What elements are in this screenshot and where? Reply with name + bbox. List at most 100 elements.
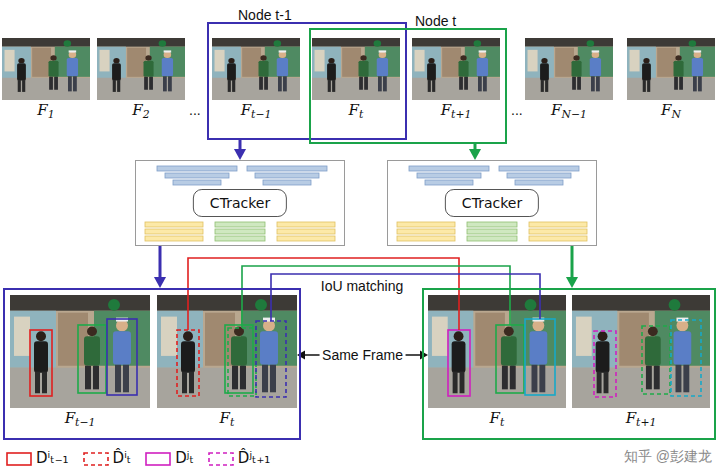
frame-photo [572,295,710,408]
symbol-letter: F [551,101,561,119]
legend-item: Dⁱₜ₋₁ [6,449,69,468]
arrowhead [154,277,166,288]
video-frame: Ft [157,295,297,408]
match-leader [270,295,272,321]
symbol-subscript: N [671,108,680,121]
symbol-letter: F [490,409,500,427]
symbol-letter: F [661,101,671,119]
flow-arrow [239,140,242,150]
symbol-letter: F [349,101,359,119]
detection-box [525,319,555,395]
network-layers [397,166,587,241]
symbol-subscript: t [359,108,363,121]
symbol-letter: F [441,101,451,119]
detection-boxes [30,319,137,396]
result-frames [10,295,710,408]
match-leader [241,295,243,328]
node-window: Node tFt+1 [309,28,507,144]
video-frame: Ft+1 [572,295,710,408]
symbol-subscript: N−1 [562,108,587,121]
symbol-letter: F [220,409,230,427]
detection-box [107,319,137,395]
symbol-subscript: t+1 [636,416,656,429]
detection-box [256,321,286,397]
video-frame: F1 [2,38,90,100]
frame-photo [525,38,613,100]
symbol-letter: F [626,409,636,427]
detection-box [496,325,524,393]
ellipsis: ... [511,102,523,118]
node-heading: Node t [415,13,456,29]
legend-text: Dⁱₜ₋₁ [36,449,69,468]
node-heading: Node t-1 [238,7,292,23]
box-sample [209,453,233,465]
matching-line [242,266,510,295]
frame-photo [157,295,297,408]
frame-photo [412,38,500,100]
connector-group [271,274,540,295]
model-label: CTracker [445,189,539,217]
symbol-subscript: t−1 [75,416,95,429]
connector-group [566,246,578,288]
frame-caption: Ft−1 [10,410,150,431]
legend-item: Dʲₜ [145,449,194,468]
arrowhead [469,149,481,160]
flow-arrow [159,246,162,278]
ctracker-box: CTracker [387,160,597,246]
frame-caption: Ft+1 [412,102,500,123]
arrowhead [234,149,246,160]
match-leader [539,295,541,319]
flow-arrow [571,246,574,278]
legend-swatch [145,452,171,466]
detection-box [30,330,52,396]
legend: Dⁱₜ₋₁ D̂ⁱₜ Dʲₜ D̂ʲₜ₊₁ [6,449,270,468]
frame-photo [2,38,90,100]
frame-photo [97,38,185,100]
match-leader [458,295,460,330]
process-label: IoU matching [318,278,406,294]
detection-box [177,330,199,396]
legend-swatch [208,452,234,466]
video-frame: FN−1 [525,38,613,100]
detection-box [594,331,616,397]
ctracker-box: CTracker [135,160,345,246]
symbol-letter: F [241,101,251,119]
frame-photo [212,38,300,100]
detection-boxes [448,295,555,396]
frame-caption: Ft [312,102,400,123]
video-frame: FN [627,38,715,100]
symbol-subscript: t [230,416,234,429]
node-window: Node t-1Ft−1Ft [207,22,407,140]
symbol-subscript: t−1 [251,108,271,121]
frame-photo [627,38,715,100]
arrowhead [297,351,305,360]
legend-text: D̂ⁱₜ [113,449,132,468]
edge-label: Same Frame [319,347,406,363]
video-frames [2,38,715,100]
detection-box [78,325,106,393]
model-label: CTracker [193,189,287,217]
detection-box [448,330,470,396]
connector-group [234,140,246,160]
symbol-subscript: 1 [48,108,55,121]
legend-item: D̂ⁱₜ [83,449,132,468]
network-layers [145,166,335,241]
detection-boxes [177,295,286,397]
match-leader [509,295,511,325]
frame-photo [312,38,400,100]
connector-group [469,144,481,160]
video-frame: Ft−1 [10,295,150,408]
frame-caption: Ft−1 [212,102,300,123]
symbol-subscript: 2 [143,108,150,121]
symbol-letter: F [65,409,75,427]
detection-box [228,328,256,396]
legend-item: D̂ʲₜ₊₁ [208,449,271,468]
legend-text: D̂ʲₜ₊₁ [238,449,271,468]
detection-box [671,320,701,396]
ctracker-layers [145,166,587,241]
frame-photo [428,295,566,408]
symbol-letter: F [132,101,142,119]
detection-boxes [594,320,701,397]
